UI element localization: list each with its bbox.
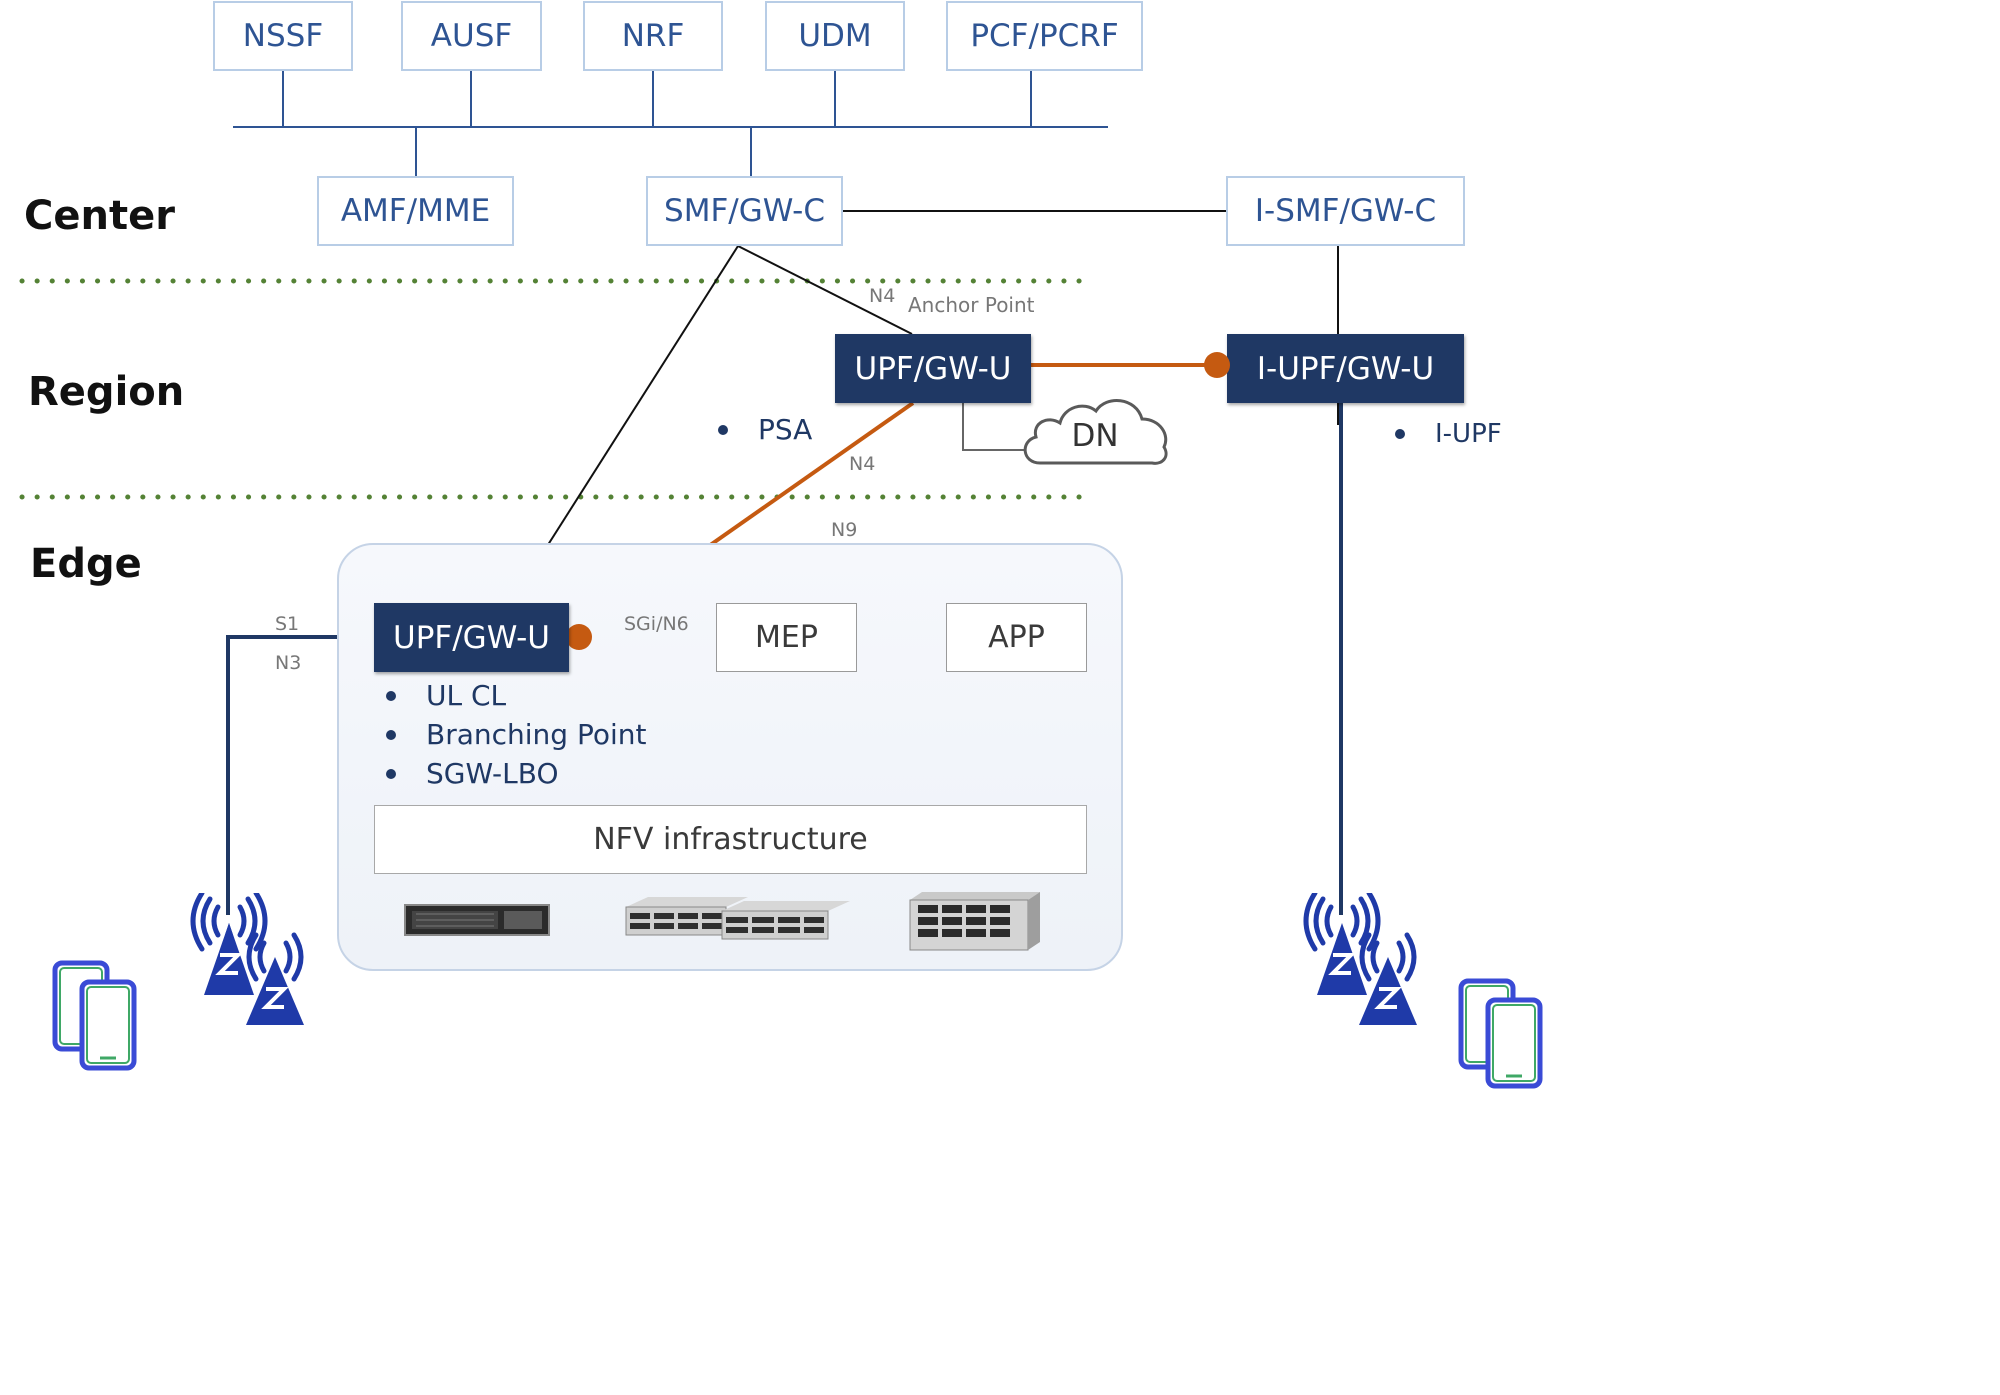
psa-bullet: PSA (718, 413, 812, 446)
zone-label-region: Region (28, 369, 185, 415)
nrf-box: NRF (583, 1, 723, 71)
app-box: APP (946, 603, 1087, 672)
udm-box: UDM (765, 1, 905, 71)
edge-upf-box: UPF/GW-U (374, 603, 569, 672)
edge-bullet-2: Branching Point (386, 718, 647, 751)
bullet-dot (386, 690, 396, 701)
iupf-note-label: I-UPF (1435, 419, 1502, 449)
region-upf-box: UPF/GW-U (835, 334, 1031, 403)
cloud-icon (1023, 399, 1168, 465)
ausf-box: AUSF (401, 1, 542, 71)
n9-endpoint-dot (566, 624, 592, 650)
n3-label: N3 (275, 652, 302, 674)
ismf-gwc-box: I-SMF/GW-C (1226, 176, 1465, 246)
mep-box: MEP (716, 603, 857, 672)
edge-bullet-3: SGW-LBO (386, 757, 558, 790)
bullet-dot (718, 424, 728, 435)
n4-top-label: N4 (869, 285, 896, 307)
iupf-box: I-UPF/GW-U (1227, 334, 1464, 403)
amf-mme-box: AMF/MME (317, 176, 514, 246)
left-smartphone-icon (52, 960, 137, 1071)
edge-bullet-1: UL CL (386, 679, 506, 712)
bullet-dot (386, 768, 396, 779)
nfv-infrastructure-box: NFV infrastructure (374, 805, 1087, 874)
right-smartphone-icon (1458, 978, 1543, 1089)
s1-label: S1 (275, 613, 300, 635)
edge-bullet-text: SGW-LBO (426, 757, 559, 790)
n4-mid-label: N4 (849, 453, 876, 475)
bullet-dot (1395, 429, 1405, 439)
bullet-dot (386, 729, 396, 740)
iupf-bullet: I-UPF (1395, 419, 1502, 449)
edge-access-line (226, 635, 374, 915)
n9-endpoint-dot (1204, 352, 1230, 378)
zone-label-center: Center (24, 193, 175, 239)
left-cell-tower-icon (190, 893, 304, 1025)
n4-smf-region-upf-line (737, 245, 913, 335)
edge-bullet-text: Branching Point (426, 718, 647, 751)
rack-server-icon (404, 904, 550, 936)
dn-label: DN (1071, 418, 1119, 454)
anchor-point-label: Anchor Point (908, 293, 1035, 317)
rack-server-pair-icon (625, 897, 850, 940)
smf-gwc-box: SMF/GW-C (646, 176, 843, 246)
sgi-n6-label: SGi/N6 (624, 613, 689, 635)
n9-label: N9 (831, 519, 858, 541)
storage-server-icon (909, 892, 1040, 951)
zone-label-edge: Edge (30, 541, 142, 587)
edge-bullet-text: UL CL (426, 679, 507, 712)
right-cell-tower-icon (1303, 893, 1417, 1025)
pcf-pcrf-box: PCF/PCRF (946, 1, 1143, 71)
psa-label: PSA (758, 413, 813, 446)
nssf-box: NSSF (213, 1, 353, 71)
upf-dn-link (962, 403, 1028, 451)
